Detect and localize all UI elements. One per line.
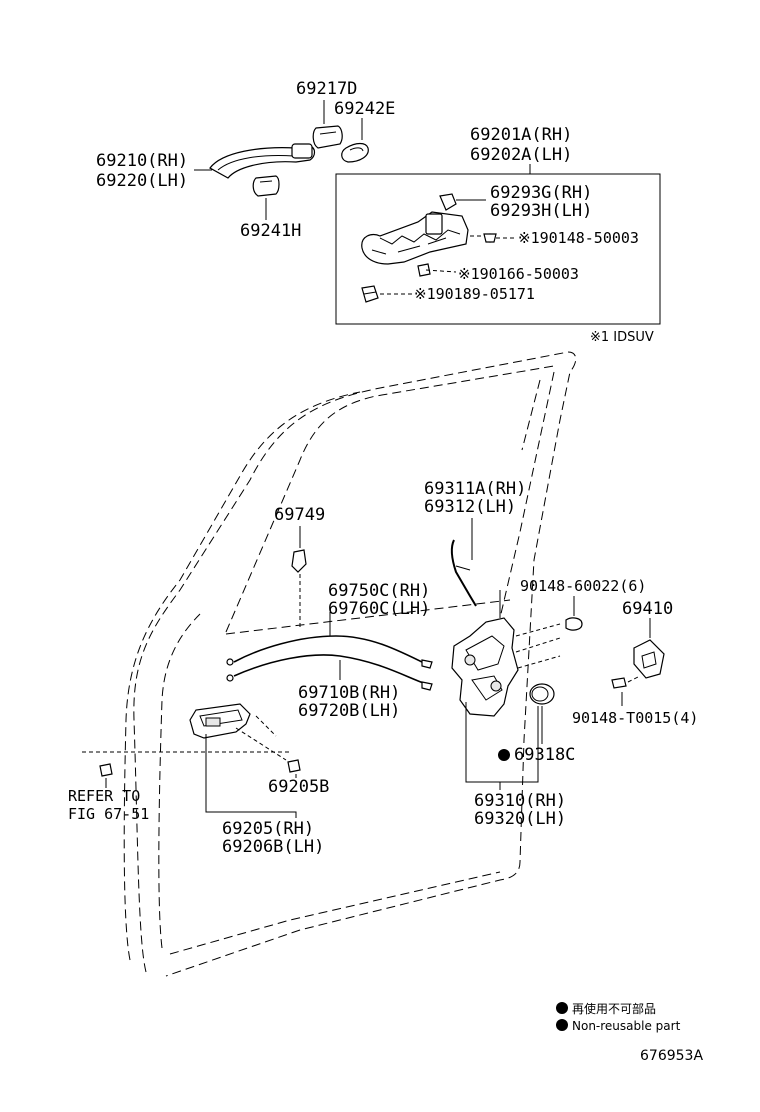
label-69293H-lh: 69293H(LH) xyxy=(490,201,593,221)
label-69749: 69749 xyxy=(274,505,326,525)
mark-note-1c: ※190189-05171 xyxy=(414,285,535,303)
label-69311A-rh: 69311A(RH) xyxy=(424,479,527,499)
label-90189-05171: 90189-05171 xyxy=(435,285,535,303)
handle-frame-assembly xyxy=(361,211,469,265)
door-outline xyxy=(123,351,577,977)
hole-plug-69318C xyxy=(529,683,555,705)
label-69201A-rh: 69201A(RH) xyxy=(470,125,573,145)
label-69220-lh: 69220(LH) xyxy=(96,171,189,191)
screw-69205B xyxy=(287,759,301,773)
label-69293G-rh: 69293G(RH) xyxy=(490,183,593,203)
label-69760C-lh: 69760C(LH) xyxy=(328,599,431,619)
gasket-69242E xyxy=(341,142,369,163)
label-90148-50003: 90148-50003 xyxy=(539,229,639,247)
label-69206B-lh: 69206B(LH) xyxy=(222,837,325,857)
lock-cables xyxy=(226,612,433,691)
outside-handle xyxy=(209,143,316,179)
label-69410: 69410 xyxy=(622,599,674,619)
striker-69410 xyxy=(633,639,665,679)
door-lock-assembly xyxy=(451,590,519,717)
inset-frame xyxy=(335,173,661,325)
legend-japanese: 再使用不可部品 xyxy=(556,1000,656,1017)
screw-90148-T0015 xyxy=(611,677,627,689)
legend-english: Non-reusable part xyxy=(556,1019,680,1033)
label-refer-to: REFER TO xyxy=(68,787,141,805)
screw-90166-50003 xyxy=(417,263,431,277)
non-reusable-dot xyxy=(498,749,510,761)
screw-90148-50003 xyxy=(483,233,497,243)
label-69710B-rh: 69710B(RH) xyxy=(298,683,401,703)
label-69720B-lh: 69720B(LH) xyxy=(298,701,401,721)
label-69217D: 69217D xyxy=(296,79,358,99)
label-69750C-rh: 69750C(RH) xyxy=(328,581,431,601)
label-69205B: 69205B xyxy=(268,777,330,797)
figure-id: 676953A xyxy=(640,1048,704,1064)
label-69210-rh: 69210(RH) xyxy=(96,151,189,171)
label-69241H: 69241H xyxy=(240,221,302,241)
handle-clip-69293 xyxy=(439,193,457,211)
screw-90148-60022 xyxy=(565,617,583,631)
inside-handle xyxy=(189,703,251,739)
label-90148-60022: 90148-60022(6) xyxy=(520,577,647,595)
label-69318C: 69318C xyxy=(498,746,575,764)
label-90166-50003: 90166-50003 xyxy=(479,265,579,283)
gasket-69241H xyxy=(252,175,280,197)
mark-note-1a: ※190148-50003 xyxy=(518,229,639,247)
clip-90189-05171 xyxy=(361,285,379,303)
handle-cover-69217D xyxy=(312,125,343,149)
mark-note-1b: ※190166-50003 xyxy=(458,265,579,283)
label-90148-T0015: 90148-T0015(4) xyxy=(572,709,699,727)
label-69310-rh: 69310(RH) xyxy=(474,791,567,811)
label-69242E: 69242E xyxy=(334,99,396,119)
label-refer-fig: FIG 67-51 xyxy=(68,805,150,823)
label-69312-lh: 69312(LH) xyxy=(424,497,517,517)
clip-69749 xyxy=(291,549,307,573)
label-69202A-lh: 69202A(LH) xyxy=(470,145,573,165)
label-69320-lh: 69320(LH) xyxy=(474,809,567,829)
label-69205-rh: 69205(RH) xyxy=(222,819,315,839)
screw-refer xyxy=(99,763,113,777)
label-idsuv-note: ※1 IDSUV xyxy=(590,330,654,345)
